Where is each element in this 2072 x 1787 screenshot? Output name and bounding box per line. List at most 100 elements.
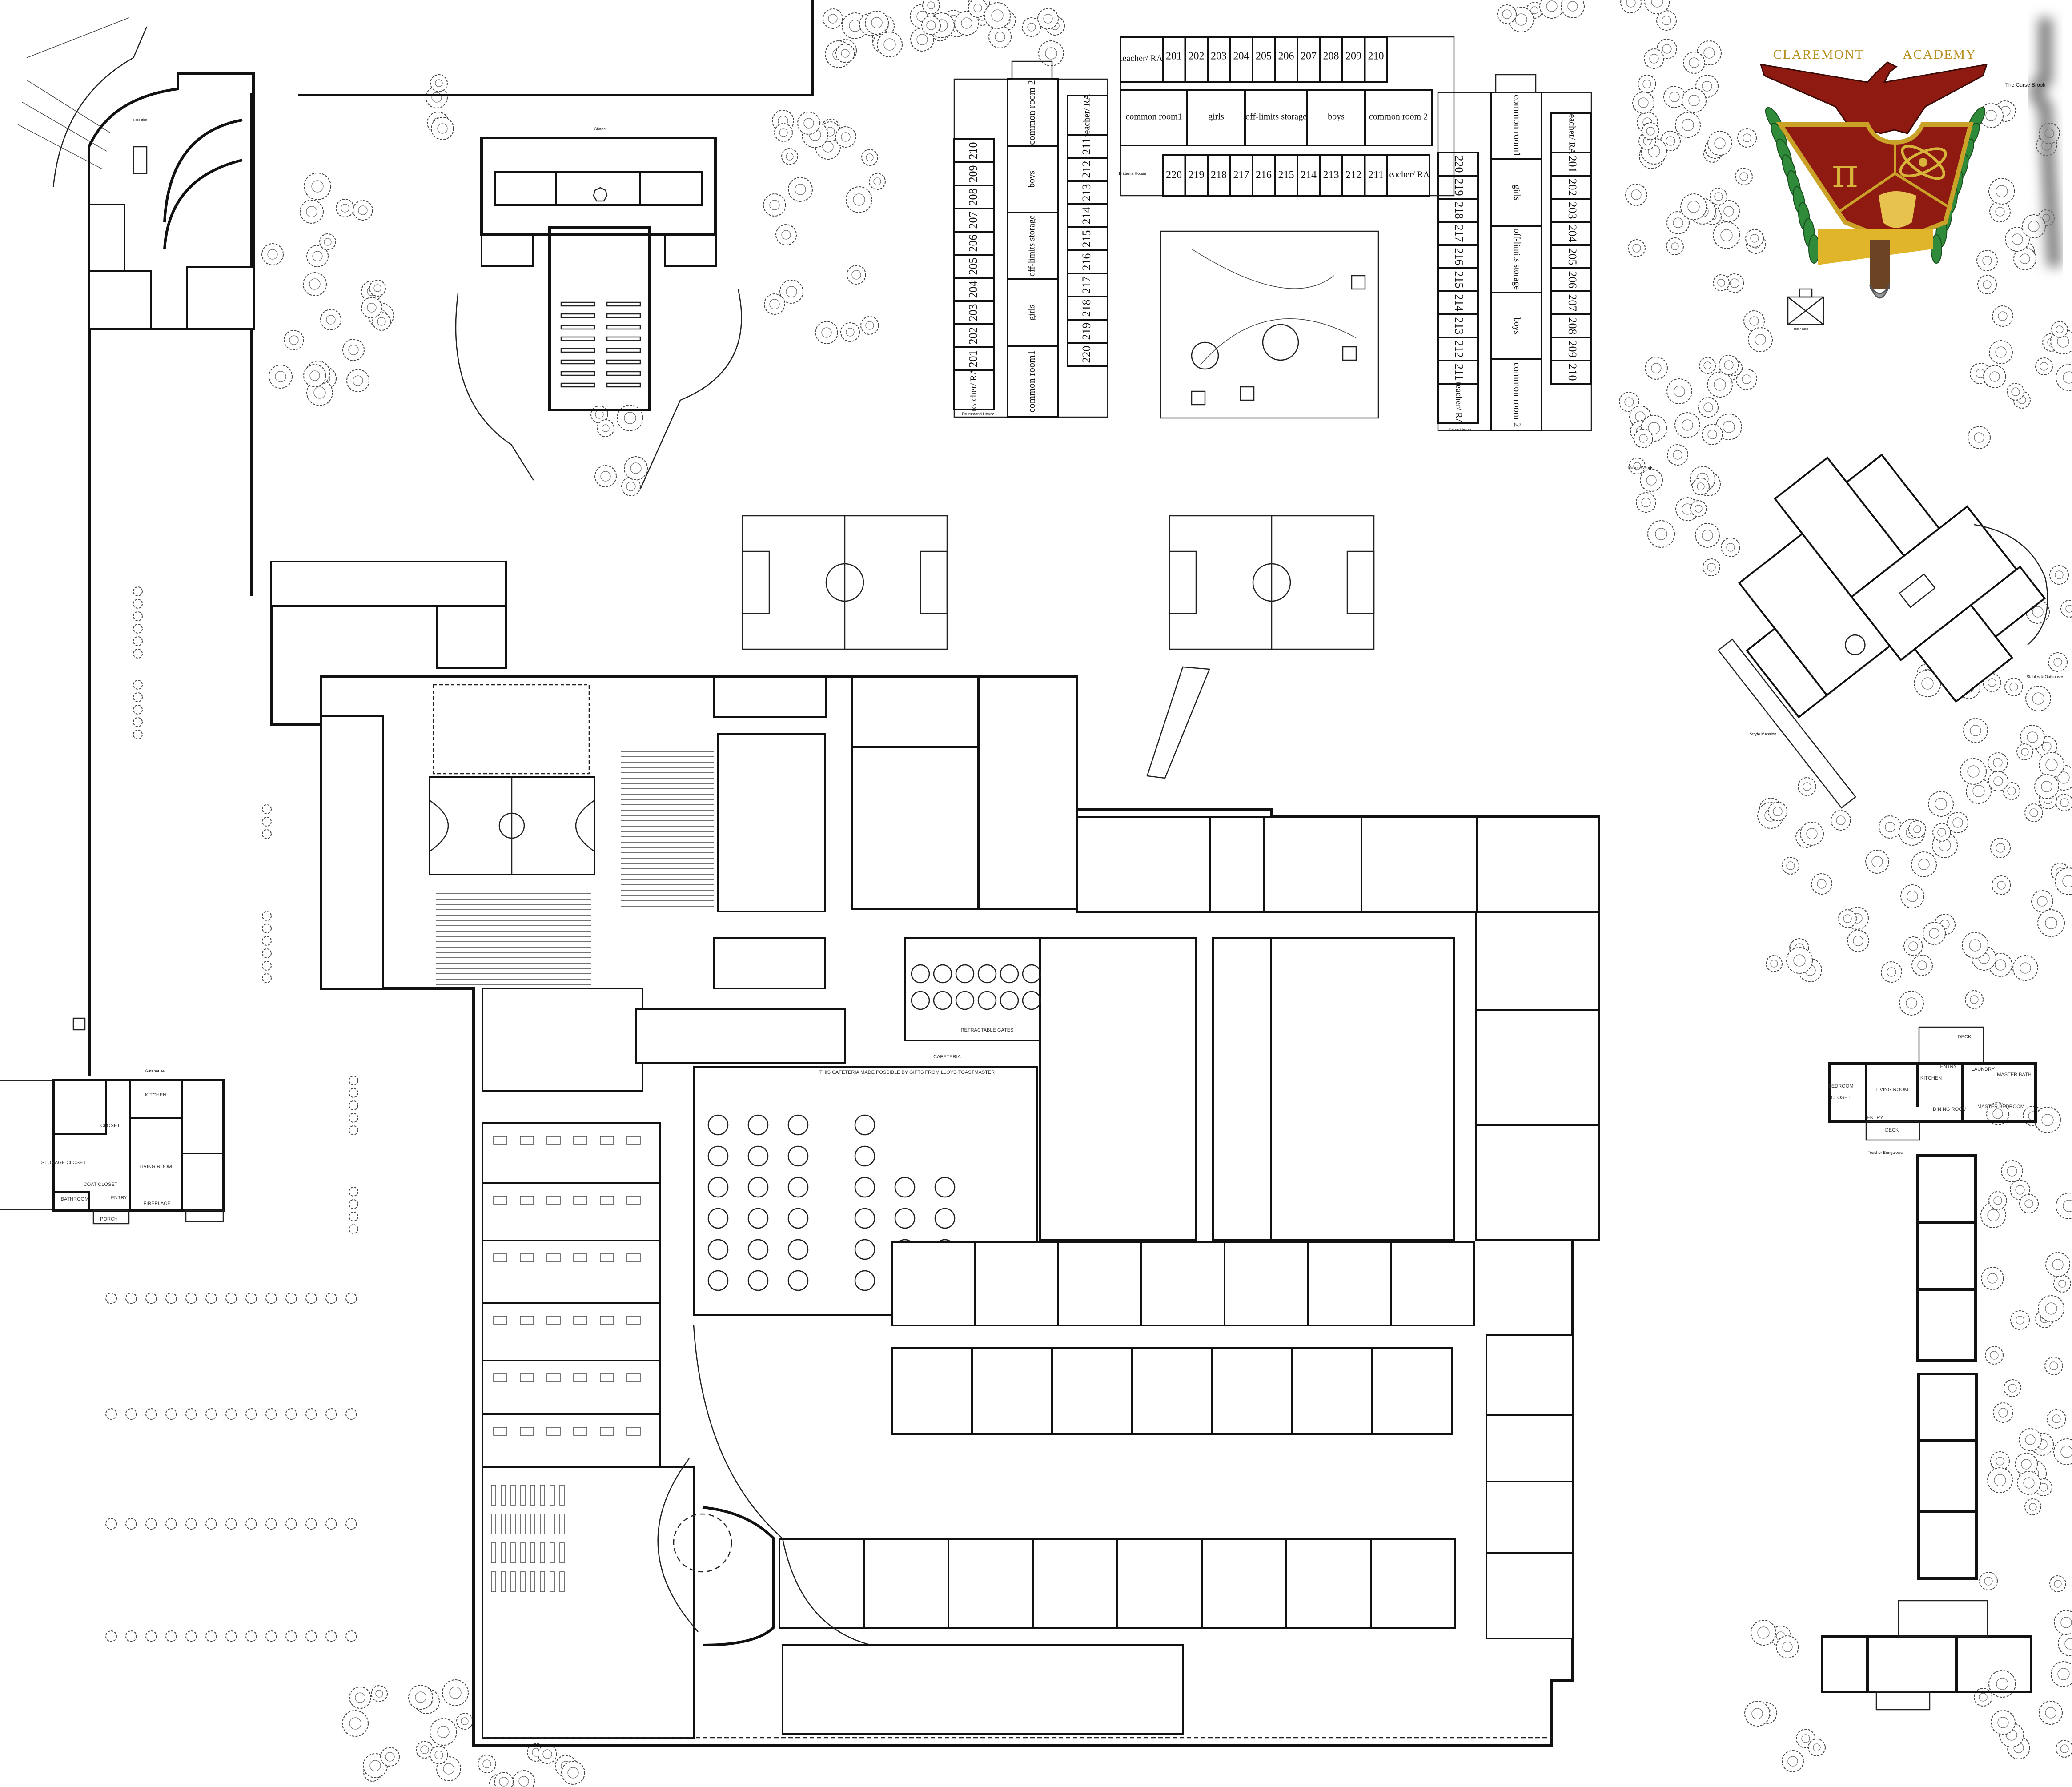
- tree-icon-core: [769, 200, 780, 210]
- tree-icon-core: [624, 412, 636, 424]
- dorm-room-label: 218: [1211, 169, 1227, 181]
- cafeteria-dedication: THIS CAFETERIA MADE POSSIBLE BY GIFTS FR…: [819, 1070, 995, 1075]
- tree-icon-core: [431, 92, 442, 103]
- tree-icon-core: [1995, 959, 2006, 971]
- tree-icon-core: [1755, 334, 1766, 345]
- dorm-common-room-2: [1007, 78, 1059, 147]
- eagle: [1759, 61, 1988, 134]
- dining-table: [787, 1145, 809, 1167]
- dining-table: [894, 1177, 916, 1198]
- dorm-room-label: 217: [1233, 169, 1249, 181]
- tree-icon: [1838, 909, 1857, 928]
- tree-icon-core: [443, 1763, 454, 1775]
- tree-icon-core: [2056, 325, 2064, 333]
- dorm-room-label: 216: [1080, 253, 1093, 271]
- tree-icon-core: [1723, 206, 1734, 217]
- tree-icon: [1988, 752, 2008, 773]
- tree-icon-core: [2041, 781, 2052, 792]
- tree-icon: [2003, 782, 2020, 800]
- tree-icon-core: [1633, 462, 1641, 470]
- tree-icon: [561, 1761, 585, 1785]
- tree-icon-core: [324, 238, 332, 246]
- wing-room: [1361, 816, 1478, 913]
- hedge-tree-icon: [105, 1293, 117, 1304]
- hedge-tree-icon: [262, 804, 272, 814]
- gatehouse-closet: CLOSET: [100, 1123, 120, 1128]
- tree-icon: [823, 8, 843, 29]
- hedge-tree-icon: [105, 1630, 117, 1642]
- tree-icon-core: [2008, 1384, 2017, 1393]
- dorm-room-label: 208: [967, 189, 980, 206]
- desk: [626, 1316, 641, 1325]
- tree-icon-core: [2045, 1302, 2057, 1315]
- tree-icon-core: [853, 193, 865, 206]
- dorm-room: [1550, 175, 1592, 200]
- tree-icon-core: [2064, 1638, 2072, 1650]
- tree-icon: [1786, 947, 1813, 974]
- tree-icon-core: [1682, 119, 1694, 131]
- tree-icon-core: [1702, 530, 1713, 541]
- classroom: [1032, 1538, 1118, 1629]
- dining-table: [707, 1145, 729, 1167]
- dorm-room: [1550, 290, 1592, 315]
- tree-icon: [2049, 565, 2069, 585]
- dorm-common-room-2-label: common room 2: [1369, 112, 1428, 122]
- stairs: [1495, 74, 1537, 93]
- hedge-tree-icon: [105, 1518, 117, 1530]
- tree-icon: [1991, 1710, 2016, 1735]
- tree-icon-core: [2060, 1446, 2072, 1458]
- tree-icon-core: [1724, 360, 1734, 370]
- tree-icon-core: [1996, 185, 2008, 197]
- pew: [606, 313, 641, 318]
- tree-icon: [617, 405, 643, 431]
- teacher-ra-label: teacher/ RA: [1082, 93, 1092, 137]
- classroom: [891, 1347, 973, 1435]
- hedge-tree-icon: [145, 1518, 157, 1530]
- tree-icon-core: [2057, 1668, 2070, 1680]
- tree-icon: [847, 265, 866, 285]
- tree-icon-core: [1673, 217, 1683, 228]
- tree-icon-core: [1662, 44, 1672, 54]
- dining-table: [1000, 964, 1019, 984]
- classroom: [1486, 1414, 1574, 1482]
- tree-icon-core: [420, 1745, 429, 1754]
- tree-icon: [1736, 369, 1757, 390]
- tree-icon: [774, 123, 793, 142]
- hedge-tree-icon: [325, 1518, 337, 1530]
- tree-icon-core: [916, 34, 928, 45]
- dorm-room: [1252, 154, 1276, 197]
- dining-table: [747, 1177, 769, 1198]
- tree-icon-core: [1673, 450, 1682, 460]
- classroom: [482, 1240, 661, 1304]
- tree-icon: [371, 1685, 388, 1702]
- teacher-ra-room: [1550, 112, 1592, 153]
- tree-icon: [815, 321, 838, 344]
- tree-icon-core: [2057, 771, 2070, 784]
- tree-icon-core: [1703, 47, 1715, 59]
- dorm-common-room-1-label: common room1: [1026, 350, 1037, 413]
- tree-icon-core: [375, 1690, 383, 1698]
- tree-icon: [2034, 1107, 2061, 1133]
- classroom: [1371, 1347, 1453, 1435]
- classroom: [971, 1347, 1053, 1435]
- tree-icon-core: [1993, 758, 2003, 767]
- penalty-box: [920, 550, 948, 614]
- tree-icon-core: [1730, 278, 1739, 288]
- tree-icon-core: [1990, 1351, 1999, 1360]
- dorm-room-label: 204: [1566, 225, 1579, 242]
- dining-table: [854, 1270, 875, 1291]
- tree-icon-core: [437, 1726, 450, 1738]
- dorm-room: [1274, 154, 1298, 197]
- dining-table: [747, 1239, 769, 1260]
- tree-icon-core: [602, 424, 610, 432]
- dorm-room: [1364, 36, 1388, 83]
- tree-icon: [1647, 520, 1675, 548]
- tree-icon-core: [803, 118, 814, 129]
- tree-icon: [2019, 1194, 2039, 1213]
- dorm-room-label: 212: [1080, 161, 1093, 178]
- tree-icon-core: [1714, 378, 1726, 391]
- teacher-ra-label: teacher/ RA: [969, 368, 979, 411]
- tree-icon: [984, 2, 1011, 29]
- tree-icon-core: [866, 153, 874, 161]
- dorm-room-label: 209: [1345, 51, 1361, 62]
